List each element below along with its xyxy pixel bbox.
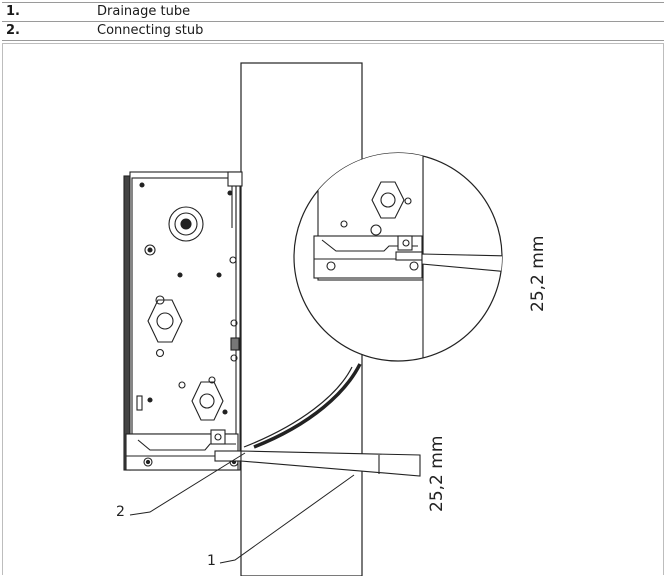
detail-link-shadow: [253, 363, 362, 449]
legend-number: 2.: [6, 23, 20, 38]
detail-link: [243, 366, 353, 448]
callout-tube: 1: [207, 553, 216, 569]
legend-table: 1. Drainage tube 2. Connecting stub: [2, 2, 664, 41]
figure-frame: [2, 43, 664, 575]
dimension-label-main: 25,2 mm: [427, 436, 447, 512]
legend-row-2: 2. Connecting stub: [2, 21, 664, 41]
callout-stub: 2: [116, 504, 125, 520]
drainage-tube: [240, 450, 421, 477]
detail-circle: [293, 152, 503, 362]
legend-label: Connecting stub: [97, 23, 204, 38]
callout-leader-stub: [129, 452, 246, 516]
appliance-unit: [123, 171, 243, 471]
legend-label: Drainage tube: [97, 4, 191, 19]
legend-number: 1.: [6, 4, 20, 19]
legend-row-1: 1. Drainage tube: [2, 2, 664, 21]
callout-leader-tube: [219, 474, 355, 564]
connecting-stub: [214, 450, 242, 462]
dimension-label-detail: 25,2 mm: [528, 236, 548, 312]
